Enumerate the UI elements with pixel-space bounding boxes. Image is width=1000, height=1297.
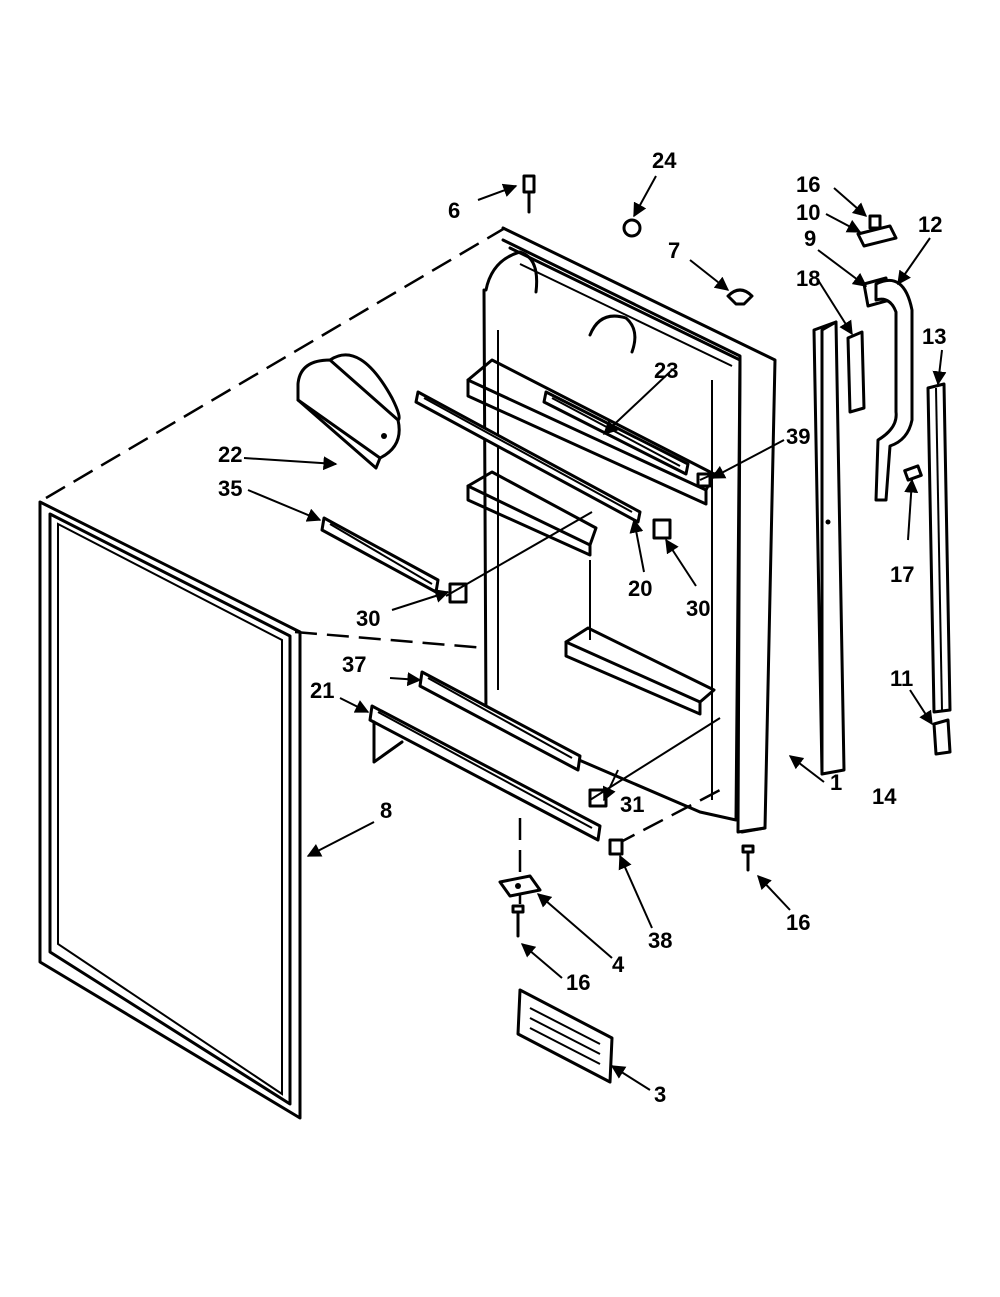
handle-12-part xyxy=(874,278,914,502)
shelf-rail-21-part xyxy=(368,704,602,842)
callout-16-bottom: 16 xyxy=(566,970,590,995)
callout-18: 18 xyxy=(796,266,820,291)
callout-17: 17 xyxy=(890,562,914,587)
callout-16-right: 16 xyxy=(786,910,810,935)
callout-24: 24 xyxy=(652,148,677,173)
callout-21: 21 xyxy=(310,678,334,703)
callout-22: 22 xyxy=(218,442,242,467)
leader-lines xyxy=(243,175,947,1091)
door-gasket-part xyxy=(38,500,302,1120)
callout-30-right: 30 xyxy=(686,596,710,621)
shelf-rail-20-part xyxy=(414,390,642,524)
callout-9: 9 xyxy=(804,226,816,251)
callout-10: 10 xyxy=(796,200,820,225)
callout-20: 20 xyxy=(628,576,652,601)
callout-7: 7 xyxy=(668,238,680,263)
callout-14: 14 xyxy=(872,784,897,809)
clip-38-part xyxy=(608,838,624,856)
dairy-door-part xyxy=(296,353,401,470)
callout-30-left: 30 xyxy=(356,606,380,631)
door-liner-part xyxy=(466,226,777,834)
callout-37: 37 xyxy=(342,652,366,677)
shelf-rail-35-part xyxy=(320,516,440,594)
callout-31: 31 xyxy=(620,792,644,817)
trim-14-part xyxy=(812,320,846,776)
callout-38: 38 xyxy=(648,928,672,953)
callout-3: 3 xyxy=(654,1082,666,1107)
nut-24-part xyxy=(622,218,642,238)
callout-39: 39 xyxy=(786,424,810,449)
callout-8: 8 xyxy=(380,798,392,823)
panel-3-part xyxy=(516,988,614,1084)
clip-30-right-part xyxy=(652,518,672,540)
bracket-18-part xyxy=(846,330,866,414)
screw-16-top-part xyxy=(868,214,882,230)
callout-35: 35 xyxy=(218,476,242,501)
hinge-4-part xyxy=(498,874,542,898)
callout-11: 11 xyxy=(890,666,913,691)
callout-23: 23 xyxy=(654,358,678,383)
screw-16-bottom-part xyxy=(741,844,755,872)
callout-6: 6 xyxy=(448,198,460,223)
hinge-10-part xyxy=(856,224,898,248)
callout-13: 13 xyxy=(922,324,946,349)
screw-16-lower-part xyxy=(511,904,525,938)
callout-4: 4 xyxy=(612,952,625,977)
cap-11-part xyxy=(932,718,952,756)
trim-13-part xyxy=(926,382,952,714)
cap-7-part xyxy=(726,288,754,306)
callout-1: 1 xyxy=(830,770,842,795)
callout-labels: 6 24 7 16 10 9 18 12 13 23 39 22 35 17 2… xyxy=(218,148,946,1107)
clip-17-part xyxy=(903,464,923,482)
callout-16-top: 16 xyxy=(796,172,820,197)
callout-12: 12 xyxy=(918,212,942,237)
screw-6-part xyxy=(522,174,536,214)
